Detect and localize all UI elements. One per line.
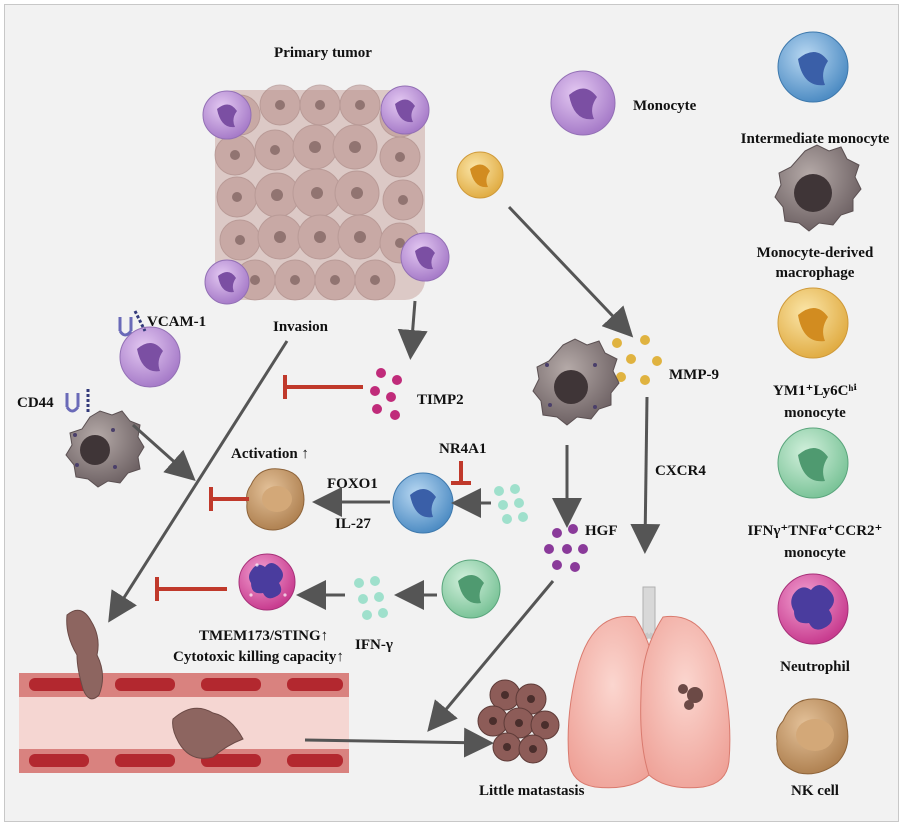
legend-neutrophil-label: Neutrophil (780, 659, 850, 675)
tmem-sting-label: TMEM173/STING↑ (199, 628, 328, 644)
legend-intermediate-label: Intermediate monocyte (741, 131, 890, 147)
legend-intermediate-monocyte-icon (777, 31, 849, 103)
cd44-macrophage-cell (65, 389, 145, 488)
monocyte-label: Monocyte (633, 98, 697, 114)
legend-macrophage-icon (774, 144, 862, 232)
timp2-molecules (370, 368, 402, 420)
monocyte-derived-macrophage-cell (532, 338, 620, 426)
tumor-infiltrating-monocytes (202, 85, 450, 305)
invasion-label: Invasion (273, 319, 329, 335)
legend-ifn-monocyte-icon (777, 427, 849, 499)
figure-frame: Primary tumor Monocyte VCAM-1 CD44 Invas… (4, 4, 899, 822)
legend-ym1-monocyte-icon (777, 287, 849, 359)
cytotoxic-label: Cytotoxic killing capacity↑ (173, 649, 344, 665)
legend-ym1-label-2: monocyte (784, 405, 846, 421)
legend-nk-cell-icon (776, 698, 849, 775)
activation-label: Activation ↑ (231, 446, 309, 462)
inhibition-arrows (155, 375, 471, 601)
mmp9-label: MMP-9 (669, 367, 719, 383)
legend-neutrophil-icon (777, 573, 849, 645)
il27-molecules (494, 484, 528, 524)
legend-ym1-label-1: YM1⁺Ly6Cʰⁱ (773, 383, 857, 399)
vcam1-monocyte-cell (118, 310, 181, 388)
monocyte-cell (550, 70, 616, 136)
arrows (108, 205, 661, 758)
legend: Intermediate monocyte Monocyte-derived m… (741, 31, 890, 799)
foxo1-label: FOXO1 (327, 476, 378, 492)
pathway-diagram: Primary tumor Monocyte VCAM-1 CD44 Invas… (17, 31, 890, 799)
lungs (567, 586, 731, 789)
legend-ifn-label-2: monocyte (784, 545, 846, 561)
ifn-monocyte-cell (441, 559, 501, 619)
intermediate-monocyte-cell (392, 472, 454, 534)
mmp9-molecules (612, 335, 662, 385)
ifn-gamma-molecules (354, 576, 388, 620)
metastasis-cells (477, 679, 560, 764)
legend-macrophage-label-2: macrophage (776, 265, 855, 281)
il27-label: IL-27 (335, 516, 371, 532)
neutrophil-cell (238, 553, 296, 611)
blood-vessel (19, 609, 349, 773)
vcam1-label: VCAM-1 (147, 314, 206, 330)
hgf-molecules (544, 524, 588, 572)
nk-cell (246, 468, 305, 531)
legend-macrophage-label-1: Monocyte-derived (757, 245, 874, 261)
primary-tumor-label: Primary tumor (274, 45, 372, 61)
ym1-monocyte-cell (456, 151, 504, 199)
timp2-label: TIMP2 (417, 392, 464, 408)
cxcr4-label: CXCR4 (655, 463, 706, 479)
ifn-gamma-label: IFN-γ (355, 637, 393, 653)
cd44-label: CD44 (17, 395, 54, 411)
little-metastasis-label: Little matastasis (479, 783, 585, 799)
nr4a1-label: NR4A1 (439, 441, 487, 457)
hgf-label: HGF (585, 523, 618, 539)
legend-nk-cell-label: NK cell (791, 783, 839, 799)
legend-ifn-label-1: IFNγ⁺TNFα⁺CCR2⁺ (748, 523, 883, 539)
